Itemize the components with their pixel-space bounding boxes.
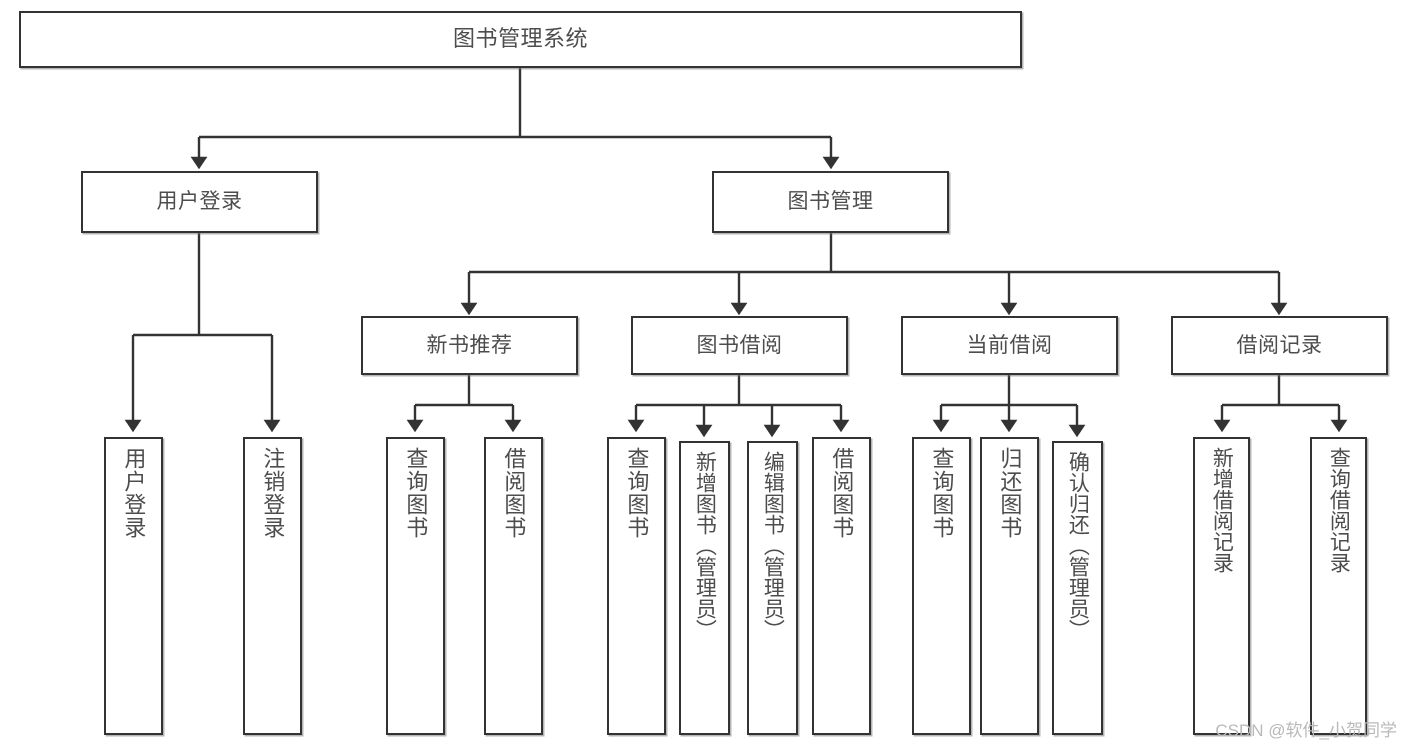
leaf-record-query-record[interactable]: 查询借阅记录 xyxy=(1310,437,1367,735)
watermark-text: CSDN @软件_小贺同学 xyxy=(1215,721,1397,740)
leaf-user-login-login[interactable]: 用户登录 xyxy=(104,437,163,735)
leaf-current-query-book[interactable]: 查询图书 xyxy=(912,437,971,735)
leaf-borrow-edit-book-admin[interactable]: 编辑图书（管理员） xyxy=(747,441,798,735)
node-label: 查询图书 xyxy=(929,447,955,539)
leaf-user-login-logout[interactable]: 注销登录 xyxy=(243,437,302,735)
leaf-record-add-record[interactable]: 新增借阅记录 xyxy=(1193,437,1250,735)
node-label: 借阅图书 xyxy=(501,447,527,539)
node-label: 新书推荐 xyxy=(426,333,513,357)
node-label: 新增图书（管理员） xyxy=(693,451,717,640)
node-label: 借阅图书 xyxy=(829,447,855,539)
node-label: 用户登录 xyxy=(121,447,147,539)
node-user-login[interactable]: 用户登录 xyxy=(81,171,318,233)
node-new-book-recommend[interactable]: 新书推荐 xyxy=(361,316,578,375)
node-book-management[interactable]: 图书管理 xyxy=(712,171,949,233)
leaf-recommend-query-book[interactable]: 查询图书 xyxy=(386,437,445,735)
node-label: 查询图书 xyxy=(624,447,650,539)
node-label: 注销登录 xyxy=(260,447,286,539)
node-label: 图书管理 xyxy=(787,190,874,214)
leaf-borrow-add-book-admin[interactable]: 新增图书（管理员） xyxy=(679,441,730,735)
node-label: 图书管理系统 xyxy=(452,26,588,52)
leaf-recommend-borrow-book[interactable]: 借阅图书 xyxy=(484,437,543,735)
node-label: 用户登录 xyxy=(156,190,243,214)
node-label: 查询图书 xyxy=(403,447,429,539)
node-borrow-record[interactable]: 借阅记录 xyxy=(1171,316,1388,375)
leaf-current-confirm-return-admin[interactable]: 确认归还（管理员） xyxy=(1052,441,1103,735)
node-label: 归还图书 xyxy=(997,447,1023,539)
leaf-borrow-borrow-book[interactable]: 借阅图书 xyxy=(812,437,871,735)
leaf-current-return-book[interactable]: 归还图书 xyxy=(980,437,1039,735)
leaf-borrow-query-book[interactable]: 查询图书 xyxy=(607,437,666,735)
node-label: 确认归还（管理员） xyxy=(1066,451,1090,640)
node-label: 编辑图书（管理员） xyxy=(761,451,785,640)
node-label: 图书借阅 xyxy=(696,333,783,357)
node-book-borrow[interactable]: 图书借阅 xyxy=(631,316,848,375)
node-current-borrow[interactable]: 当前借阅 xyxy=(901,316,1118,375)
node-label: 查询借阅记录 xyxy=(1327,447,1351,573)
node-root-system[interactable]: 图书管理系统 xyxy=(19,11,1022,68)
node-label: 借阅记录 xyxy=(1236,333,1323,357)
node-label: 新增借阅记录 xyxy=(1210,447,1234,573)
node-label: 当前借阅 xyxy=(966,333,1053,357)
